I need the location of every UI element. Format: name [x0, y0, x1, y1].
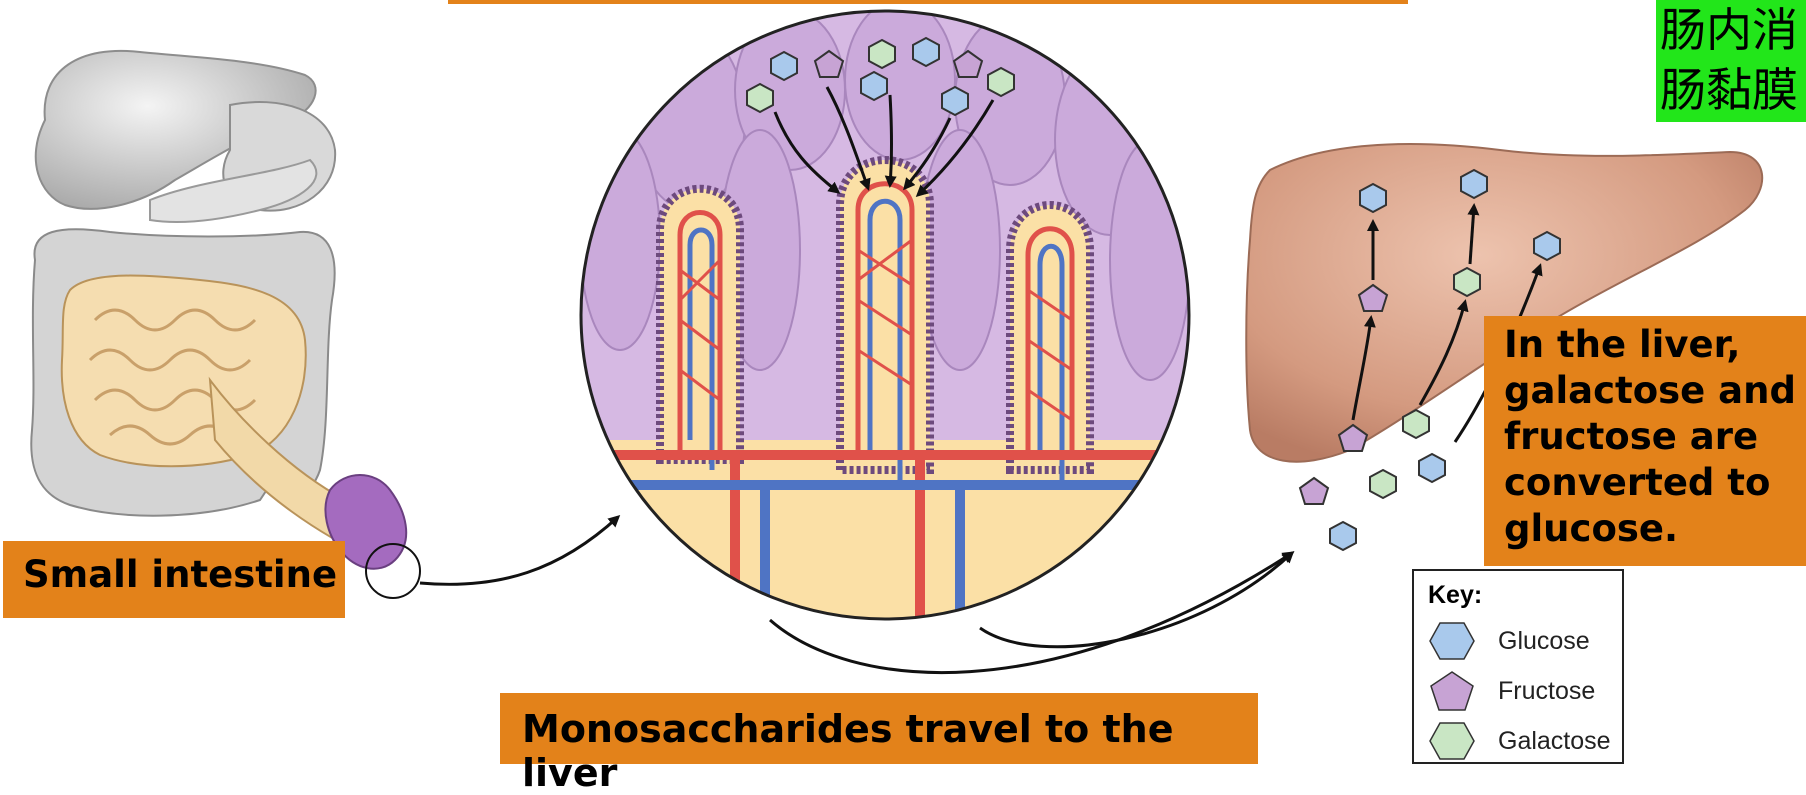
small-intestine-organ [62, 276, 306, 467]
villus-center [840, 160, 930, 480]
galactose-molecule [988, 68, 1014, 96]
key-item-galactose: Galactose [1428, 719, 1618, 763]
liver-text-line: In the liver, [1504, 322, 1806, 368]
glucose-molecule [1330, 522, 1356, 550]
fructose-molecule [1300, 478, 1328, 504]
glucose-molecule [942, 87, 968, 115]
galactose-hexagon-icon [1428, 719, 1476, 763]
key-item-glucose: Glucose [1428, 619, 1618, 663]
glucose-molecule [771, 52, 797, 80]
liver-text-line: fructose are [1504, 414, 1806, 460]
key-title: Key: [1428, 581, 1482, 610]
fructose-pentagon-icon [1428, 669, 1476, 713]
glucose-molecule [1534, 232, 1560, 260]
key-swatch-1 [1431, 672, 1473, 710]
label-travel: Monosaccharides travel to the liver [500, 693, 1258, 764]
key-label: Fructose [1498, 677, 1595, 706]
glucose-molecule [861, 72, 887, 100]
glucose-molecule [1360, 184, 1386, 212]
glucose-hexagon-icon [1428, 619, 1476, 663]
galactose-molecule [1403, 410, 1429, 438]
liver-text-line: glucose. [1504, 506, 1806, 552]
label-small-intestine-text: Small intestine [23, 553, 337, 596]
digestive-organs [31, 51, 420, 598]
key-swatch-0 [1430, 623, 1474, 659]
liver-text-line: converted to [1504, 460, 1806, 506]
diagram-canvas: Small intestine Monosaccharides travel t… [0, 0, 1806, 764]
galactose-molecule [1454, 268, 1480, 296]
glucose-molecule [1461, 170, 1487, 198]
chinese-label: 肠内消 肠黏膜 [1656, 0, 1806, 122]
villus-right [1010, 205, 1090, 480]
key-item-fructose: Fructose [1428, 669, 1618, 713]
glucose-molecule [1419, 454, 1445, 482]
label-small-intestine: Small intestine [3, 541, 345, 618]
label-liver-conversion: In the liver, galactose and fructose are… [1484, 316, 1806, 566]
galactose-molecule [869, 40, 895, 68]
key-label: Glucose [1498, 627, 1590, 656]
villi-zoom [575, 0, 1195, 640]
villus-left [660, 189, 740, 470]
key-label: Galactose [1498, 727, 1611, 756]
liver-text-line: galactose and [1504, 368, 1806, 414]
galactose-molecule [747, 84, 773, 112]
label-travel-text: Monosaccharides travel to the liver [522, 707, 1174, 795]
glucose-molecule [913, 38, 939, 66]
key-swatch-2 [1430, 723, 1474, 759]
chinese-line: 肠内消 [1660, 0, 1806, 60]
legend-key: Key: Glucose Fructose Galactose [1412, 569, 1624, 764]
chinese-line: 肠黏膜 [1660, 60, 1806, 120]
galactose-molecule [1370, 470, 1396, 498]
